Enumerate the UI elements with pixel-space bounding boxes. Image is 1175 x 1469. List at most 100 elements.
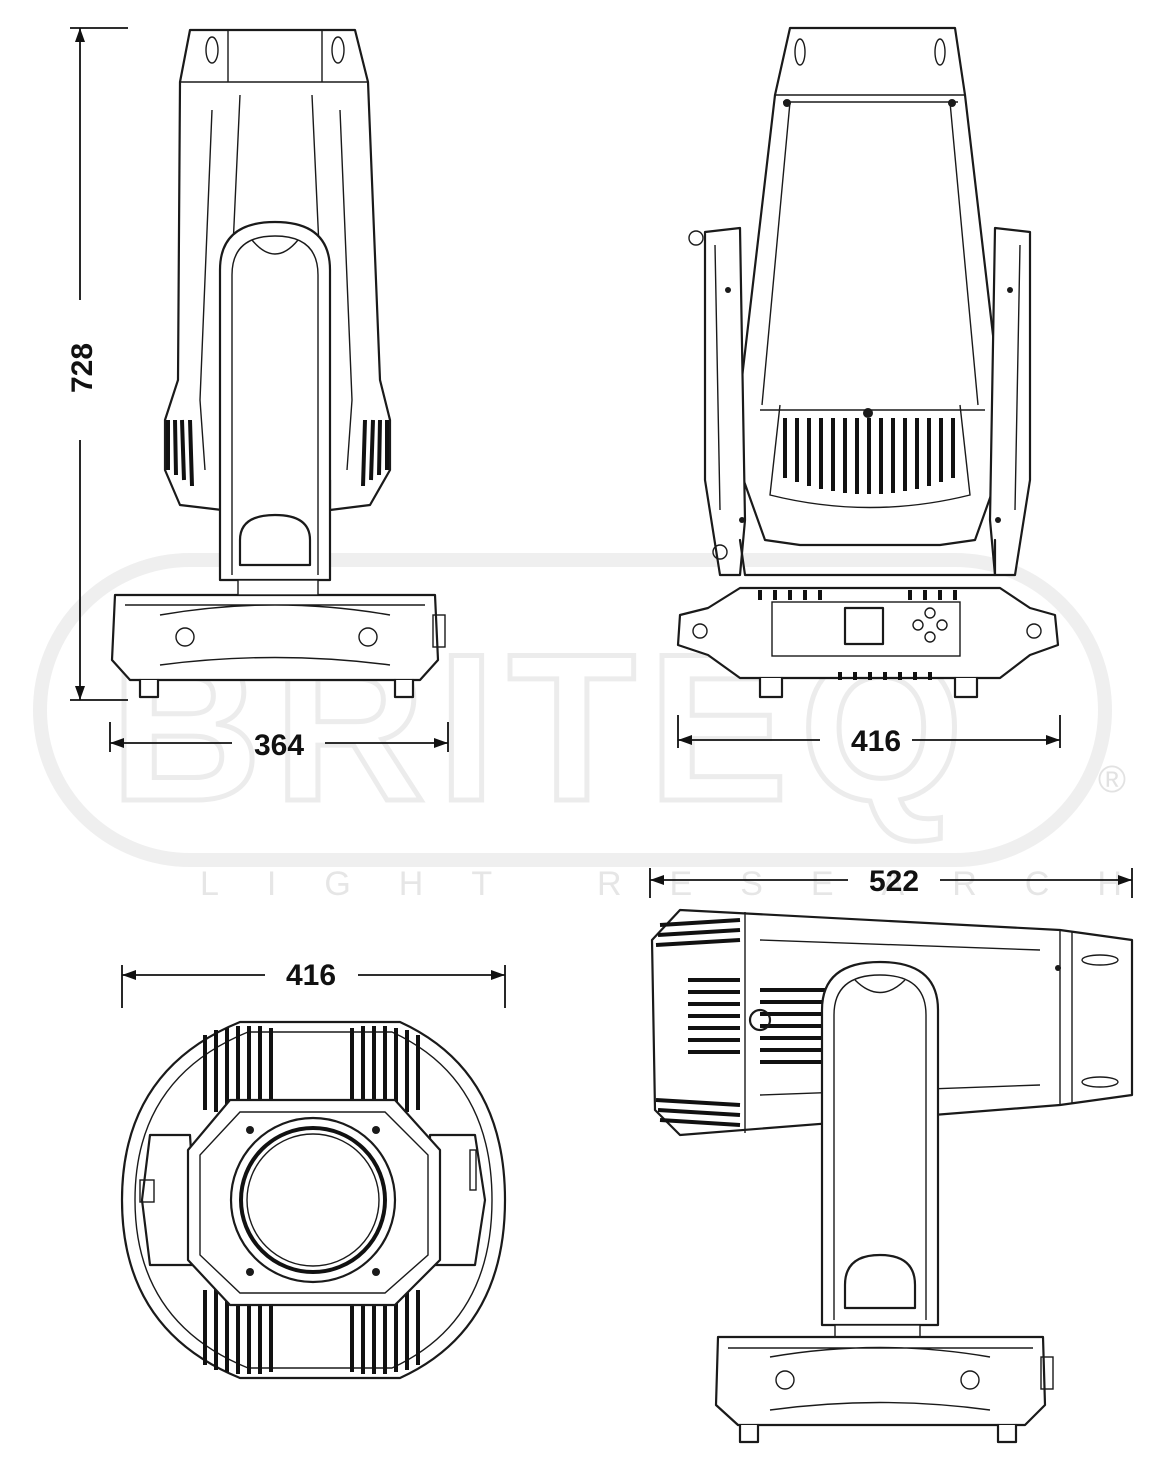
dim-bottom-width-label: 416 — [286, 959, 336, 992]
dim-side-width-line — [677, 715, 1061, 748]
tilted-yoke-handle — [843, 1253, 917, 1310]
tilted-base-screw-left — [775, 1370, 795, 1390]
front-base — [110, 593, 440, 682]
watermark: BRITEQ LIGHT RESEARCH ® — [33, 553, 1170, 903]
tilted-head-slot-top — [1081, 954, 1119, 966]
rear-display-panel — [771, 601, 961, 657]
bottom-screw-3 — [246, 1268, 254, 1276]
rear-head-rim — [775, 94, 965, 103]
tilted-head-heatsink — [760, 988, 830, 1064]
front-yoke — [218, 220, 332, 582]
tilted-base-connector — [1040, 1356, 1054, 1390]
rear-view — [676, 26, 1060, 699]
bottom-bracket-knob — [139, 1179, 155, 1203]
bottom-fins-bottom-right — [350, 1282, 420, 1374]
tilted-head-pivot — [748, 1008, 772, 1032]
watermark-tagline: LIGHT RESEARCH — [200, 865, 1170, 903]
front-base-connector — [432, 614, 446, 648]
front-head-ribs — [227, 30, 323, 82]
rear-button-down — [924, 631, 936, 643]
front-base-details — [125, 604, 425, 666]
rear-yoke-bottom — [738, 538, 997, 577]
rear-yoke-dot-1 — [725, 287, 731, 293]
rear-button-up — [924, 607, 936, 619]
bottom-screw-1 — [246, 1126, 254, 1134]
rear-yoke-dot-4 — [995, 517, 1001, 523]
front-base-mount — [237, 579, 319, 596]
tilted-head-slot-bottom — [1081, 1076, 1119, 1088]
rear-base-hole-left — [692, 623, 708, 639]
rear-button-left — [912, 619, 924, 631]
dim-front-height: 728 — [66, 27, 128, 701]
front-head-slot-left — [205, 36, 219, 64]
dim-front-height-line — [70, 27, 128, 701]
dim-side-width-label: 416 — [851, 725, 901, 758]
dim-front-height-label: 728 — [66, 343, 99, 393]
rear-screw-3 — [863, 408, 873, 418]
rear-yoke-dot-3 — [739, 517, 745, 523]
tilted-base-details — [728, 1346, 1033, 1411]
rear-base-hole-right — [1026, 623, 1042, 639]
rear-head-side-lines — [761, 101, 979, 406]
watermark-registered: ® — [1098, 759, 1126, 801]
tilted-base-feet — [738, 1423, 1018, 1444]
dim-front-width-label: 364 — [254, 729, 304, 762]
rear-connectors — [758, 590, 957, 600]
dim-side-width: 416 — [677, 715, 1061, 758]
bottom-lens-glass — [246, 1133, 380, 1267]
tilted-head-rim — [1059, 930, 1073, 1105]
rear-heatsink-fins — [783, 418, 955, 494]
dim-bottom-width-line — [121, 965, 506, 1008]
front-yoke-top-cutout — [251, 239, 299, 255]
front-fins-right — [361, 419, 389, 487]
bottom-lens-housing-inner — [199, 1111, 429, 1294]
watermark-outline — [33, 553, 1112, 867]
rear-display-screen — [843, 606, 885, 646]
rear-screw-1 — [783, 99, 791, 107]
front-head-side-lines — [199, 109, 353, 471]
rear-base-feet — [758, 676, 979, 699]
front-head-slot-right — [331, 36, 345, 64]
rear-yoke-left — [703, 226, 747, 577]
rear-head-slot-right — [934, 38, 946, 66]
front-fins-left — [166, 419, 194, 487]
front-base-screw-left — [175, 627, 195, 647]
dim-front-width-line — [109, 722, 449, 752]
dim-bottom-width: 416 — [121, 959, 506, 1008]
tilted-yoke-top-cutout — [854, 979, 906, 994]
front-base-feet — [138, 678, 415, 699]
bottom-fins-bottom-left — [203, 1282, 273, 1374]
bottom-bracket-left — [140, 1133, 200, 1267]
bottom-fins-top-right — [350, 1026, 420, 1118]
tilted-base — [714, 1335, 1047, 1427]
dim-tilted-length-label: 522 — [869, 865, 919, 898]
rear-screw-2 — [948, 99, 956, 107]
rear-head-panel — [760, 404, 985, 509]
tilted-head-dot — [1055, 965, 1061, 971]
rear-yoke-knob-left — [688, 230, 704, 246]
rear-yoke-knob-bottom — [712, 544, 728, 560]
rear-heatsink — [783, 418, 955, 494]
dim-tilted-length-line — [649, 868, 1133, 898]
tilted-yoke-inner — [833, 974, 927, 1320]
rear-button-right — [936, 619, 948, 631]
bottom-lens-ring-outer — [229, 1116, 397, 1284]
front-yoke-handle — [238, 513, 312, 567]
bottom-view — [120, 1020, 507, 1380]
front-base-screw-right — [358, 627, 378, 647]
bottom-bracket-slot — [469, 1149, 477, 1191]
tilted-view — [650, 908, 1134, 1444]
bottom-lens-ring — [239, 1126, 387, 1274]
tilted-base-screw-right — [960, 1370, 980, 1390]
bottom-screw-2 — [372, 1126, 380, 1134]
tilted-base-mount — [834, 1324, 921, 1338]
front-view — [110, 28, 446, 699]
rear-yoke-inner-lines — [714, 244, 1021, 511]
bottom-screw-4 — [372, 1268, 380, 1276]
rear-yoke-right — [988, 226, 1032, 577]
dim-front-width: 364 — [109, 722, 449, 762]
dim-tilted-length: 522 — [649, 865, 1133, 898]
rear-yoke-dot-2 — [1007, 287, 1013, 293]
tilted-yoke — [820, 960, 940, 1327]
